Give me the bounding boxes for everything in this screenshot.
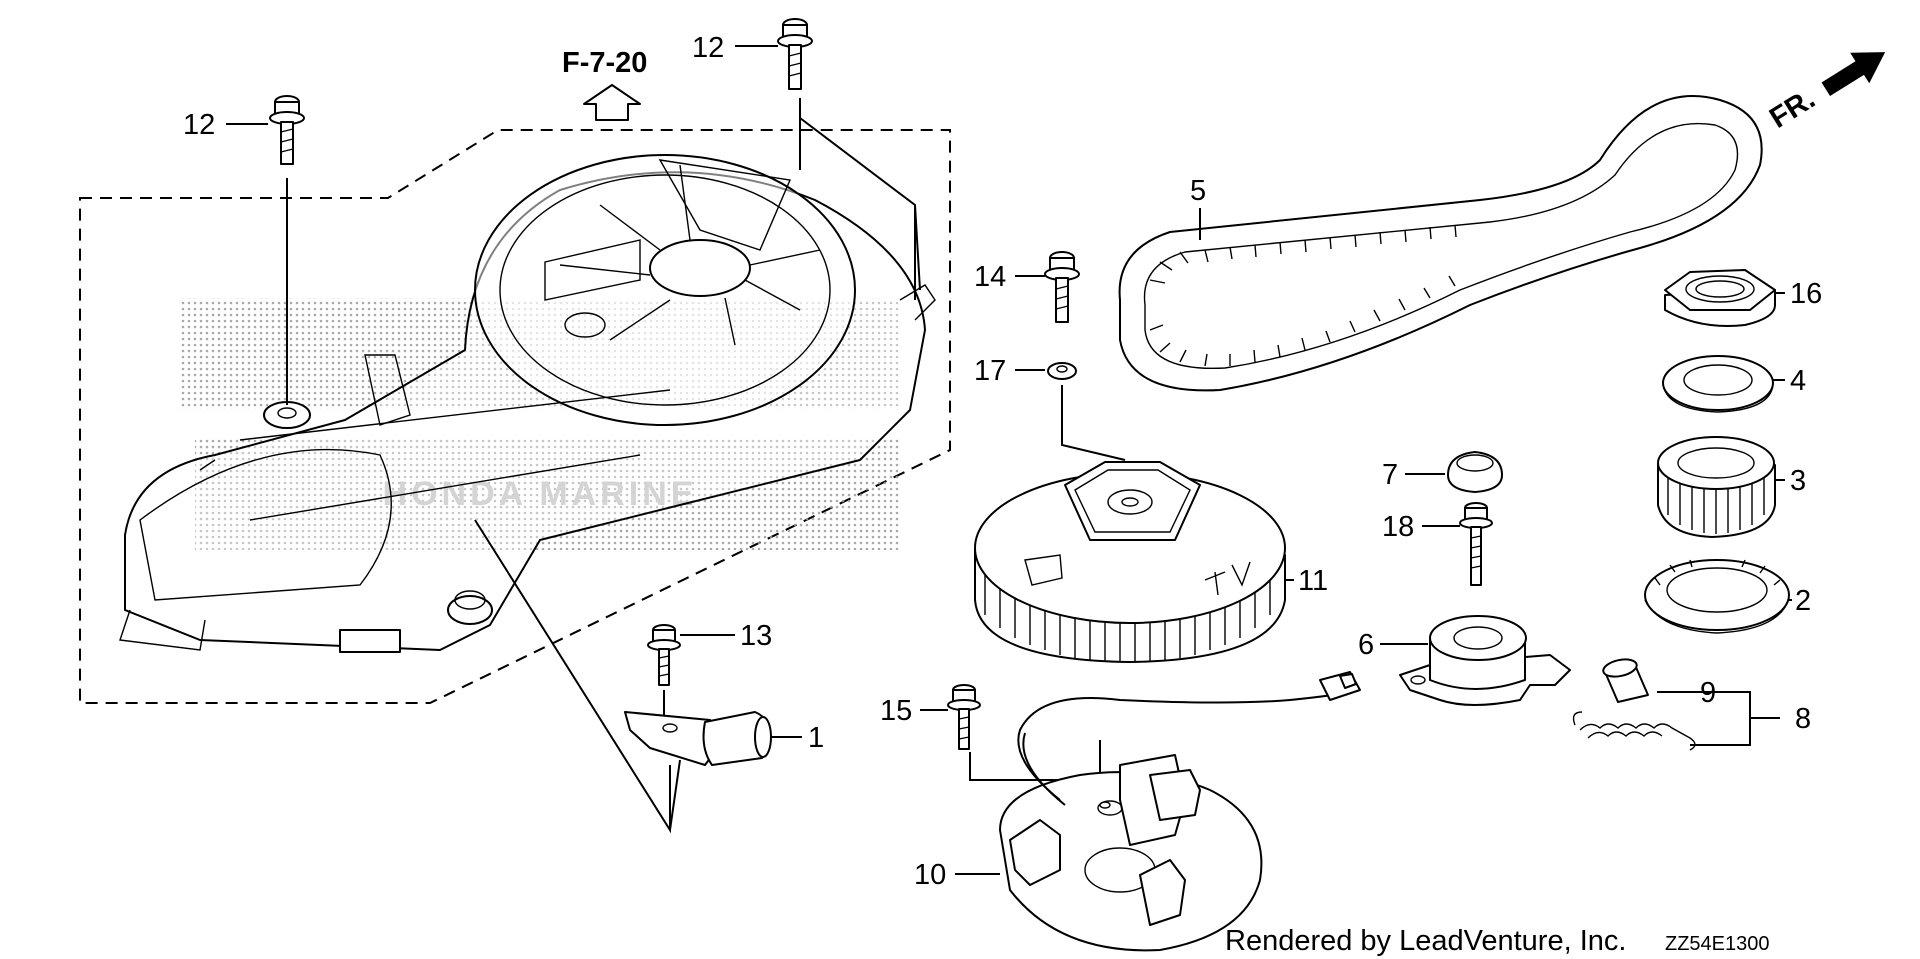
callout-7[interactable]: 7	[1382, 459, 1398, 491]
washer-4[interactable]	[1662, 355, 1774, 413]
watermark-band-bottom	[195, 438, 900, 550]
bolt-18[interactable]	[1459, 502, 1493, 586]
reference-code[interactable]: F-7-20	[562, 47, 647, 79]
diagram-code: ZZ54E1300	[1665, 933, 1770, 955]
front-arrow-icon	[1821, 52, 1886, 97]
watermark-text: HONDA MARINE	[383, 475, 698, 513]
callout-11[interactable]: 11	[1298, 565, 1328, 597]
callout-5[interactable]: 5	[1190, 175, 1206, 207]
callout-13[interactable]: 13	[740, 620, 772, 652]
callout-10[interactable]: 10	[914, 859, 946, 891]
callout-4[interactable]: 4	[1790, 365, 1806, 397]
bolt-13[interactable]	[647, 624, 681, 686]
callout-16[interactable]: 16	[1790, 278, 1822, 310]
leader-bolt-14	[1061, 385, 1126, 461]
belt-cover[interactable]	[119, 154, 936, 653]
bolt-15[interactable]	[947, 684, 981, 750]
callout-18[interactable]: 18	[1382, 511, 1414, 543]
collar-9[interactable]	[1602, 657, 1649, 703]
sensor-bracket-1[interactable]	[624, 711, 772, 766]
callout-8[interactable]: 8	[1795, 703, 1811, 735]
front-direction-indicator: FR.	[1764, 52, 1886, 135]
belt-tensioner-6[interactable]	[1399, 615, 1571, 706]
driven-pulley-3[interactable]	[1657, 436, 1776, 538]
bolt-12-left[interactable]	[269, 95, 305, 165]
render-credit: Rendered by LeadVenture, Inc.	[1225, 925, 1626, 957]
bolt-14[interactable]	[1044, 251, 1080, 323]
leader-bolt-12-right	[799, 98, 921, 300]
pulser-coil-base-10[interactable]	[999, 671, 1361, 952]
callout-3[interactable]: 3	[1790, 465, 1806, 497]
callout-14[interactable]: 14	[974, 261, 1006, 293]
cap-7[interactable]	[1447, 451, 1503, 493]
leader-spring-group	[1657, 691, 1780, 746]
callout-17[interactable]: 17	[974, 355, 1006, 387]
callout-15[interactable]: 15	[880, 695, 912, 727]
callout-12-left[interactable]: 12	[183, 109, 215, 141]
up-arrow-icon	[583, 84, 641, 121]
assembly-boundary	[79, 129, 951, 704]
washer-17[interactable]	[1047, 362, 1077, 380]
timing-pulley-11[interactable]	[974, 461, 1286, 663]
callout-9[interactable]: 9	[1700, 677, 1716, 709]
bolt-12-right[interactable]	[777, 18, 813, 90]
leader-sensor-bracket	[474, 519, 681, 834]
callout-6[interactable]: 6	[1358, 629, 1374, 661]
timing-belt-5[interactable]	[1118, 95, 1763, 392]
callout-12-right[interactable]: 12	[692, 32, 724, 64]
pulley-guide-plate-2[interactable]	[1644, 559, 1790, 634]
callout-2[interactable]: 2	[1795, 585, 1811, 617]
lock-nut-16[interactable]	[1664, 269, 1776, 327]
tension-spring-8[interactable]	[1572, 711, 1696, 751]
callout-1[interactable]: 1	[808, 722, 824, 754]
front-label: FR.	[1764, 83, 1821, 135]
